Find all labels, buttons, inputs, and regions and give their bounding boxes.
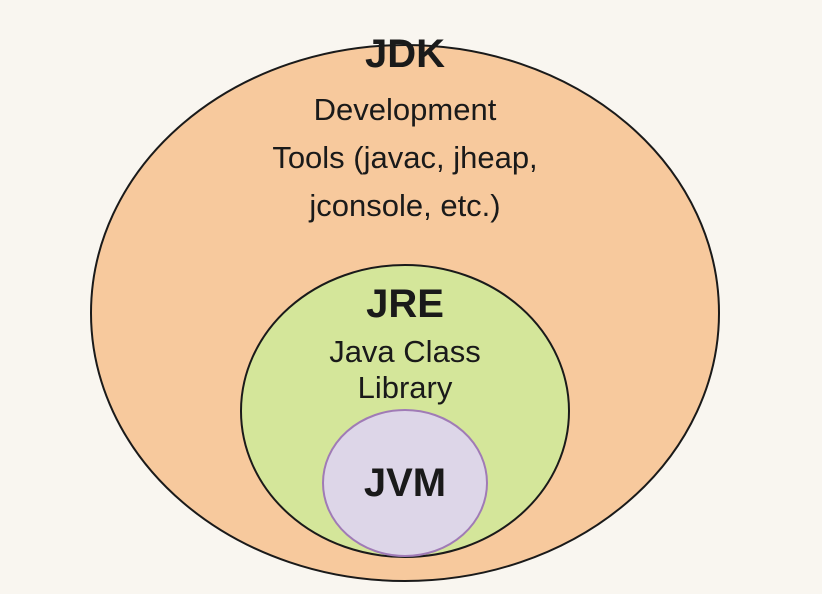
- jre-description: Java Class Library: [329, 334, 481, 406]
- jvm-title: JVM: [363, 461, 447, 505]
- jre-description-line-1: Java Class: [329, 334, 481, 369]
- jre-title: JRE: [366, 282, 444, 326]
- jvm-circle: [322, 409, 488, 557]
- jre-description-line-2: Library: [357, 370, 453, 405]
- jdk-title: JDK: [364, 32, 446, 76]
- jdk-description-line-3: jconsole, etc.): [309, 188, 501, 223]
- jdk-description-line-2: Tools (javac, jheap,: [272, 140, 538, 175]
- jdk-description: Development Tools (javac, jheap, jconsol…: [272, 86, 537, 230]
- jdk-description-line-1: Development: [313, 92, 497, 127]
